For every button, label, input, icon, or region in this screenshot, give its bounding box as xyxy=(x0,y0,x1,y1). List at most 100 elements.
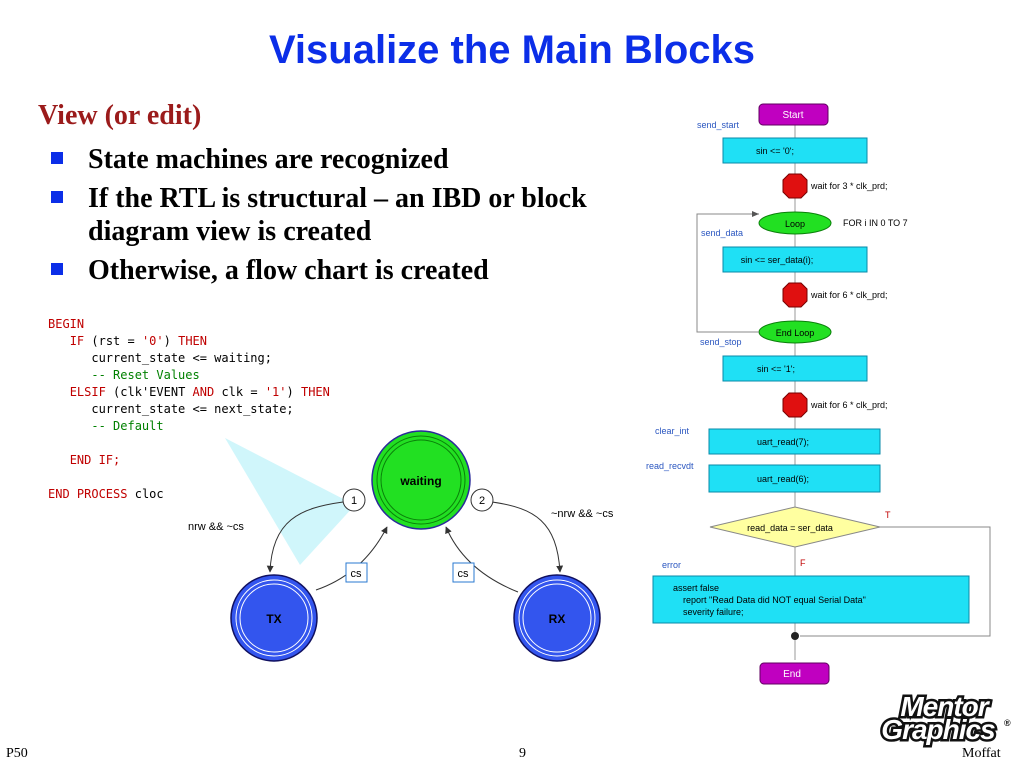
end-loop-label: End Loop xyxy=(776,328,815,338)
bullet-text: Otherwise, a flow chart is created xyxy=(88,255,489,286)
priority-1-label: 1 xyxy=(351,495,357,507)
false-label: F xyxy=(800,558,806,568)
code-string: '0' xyxy=(141,334,164,348)
code-text: ) xyxy=(163,334,171,348)
action-a5: uart_read(6); xyxy=(757,474,809,484)
cs-box-left xyxy=(345,562,368,583)
label-send-start: send_start xyxy=(697,120,740,130)
loop-condition: FOR i IN 0 TO 7 xyxy=(843,218,908,228)
start-label: Start xyxy=(782,110,803,121)
action-box[interactable] xyxy=(722,137,868,164)
callout-wedge xyxy=(225,438,355,565)
action-a1: sin <= '0'; xyxy=(756,146,794,156)
state-waiting[interactable]: waiting xyxy=(371,430,471,530)
code-keyword: THEN xyxy=(300,385,330,399)
code-line: current_state <= waiting; xyxy=(91,351,272,365)
condition-left: nrw && ~cs xyxy=(188,521,244,533)
label-send-data: send_data xyxy=(701,228,743,238)
state-diagram: waiting TX RX 1 2 nrw && ~cs ~nrw && ~cs xyxy=(188,430,614,662)
svg-text:Mentor: Mentor xyxy=(900,691,990,722)
wait-octagon[interactable] xyxy=(782,173,808,199)
true-branch-connector xyxy=(800,526,991,637)
footer-right: Moffat xyxy=(962,746,1001,761)
assert-box[interactable] xyxy=(652,575,970,624)
state-tx[interactable]: TX xyxy=(230,574,318,662)
wait-w3: wait for 6 * clk_prd; xyxy=(810,400,888,410)
svg-text:®: ® xyxy=(1004,718,1011,728)
footer-left: P50 xyxy=(6,746,28,761)
bullet-item: If the RTL is structural – an IBD or blo… xyxy=(48,182,628,248)
label-error: error xyxy=(662,560,681,570)
state-waiting-label: waiting xyxy=(399,474,441,488)
code-text: cloc xyxy=(134,487,164,501)
code-line: END IF; xyxy=(69,453,121,467)
action-a3: sin <= '1'; xyxy=(757,364,795,374)
loop-start[interactable] xyxy=(758,211,832,235)
loop-back-connector xyxy=(696,213,759,333)
priority-2-label: 2 xyxy=(479,495,485,507)
flow-chart: Start send_start sin <= '0'; wait for 3 … xyxy=(646,103,991,685)
code-text: ) xyxy=(286,385,294,399)
code-keyword: AND xyxy=(192,385,215,399)
action-a4: uart_read(7); xyxy=(757,437,809,447)
transition-rx-waiting xyxy=(445,526,519,593)
condition-right: ~nrw && ~cs xyxy=(551,508,614,520)
wait-octagon[interactable] xyxy=(782,282,808,308)
svg-text:Mentor: Mentor xyxy=(900,691,990,722)
wait-w2: wait for 6 * clk_prd; xyxy=(810,290,888,300)
state-rx[interactable]: RX xyxy=(513,574,601,662)
svg-text:Graphics: Graphics xyxy=(881,714,995,745)
state-tx-label: TX xyxy=(266,612,281,626)
action-box[interactable] xyxy=(708,428,881,455)
vhdl-code: BEGIN IF (rst = '0') THEN current_state … xyxy=(48,316,330,503)
bullet-text: State machines are recognized xyxy=(88,144,449,175)
mentor-graphics-logo: Mentor Mentor Graphics Graphics ® xyxy=(879,689,1011,748)
bullet-item: State machines are recognized xyxy=(48,143,628,176)
assert-line: severity failure; xyxy=(683,607,744,617)
label-read-recvdt: read_recvdt xyxy=(646,461,694,471)
svg-text:Graphics: Graphics xyxy=(881,714,995,745)
start-terminal[interactable] xyxy=(758,103,829,126)
label-clear-int: clear_int xyxy=(655,426,690,436)
transition-waiting-rx xyxy=(491,501,564,573)
priority-marker xyxy=(342,488,366,512)
priority-marker xyxy=(470,488,494,512)
loop-label: Loop xyxy=(785,219,805,229)
code-keyword: END PROCESS xyxy=(48,487,128,501)
bullet-item: Otherwise, a flow chart is created xyxy=(48,254,628,287)
code-keyword: ELSIF xyxy=(69,385,106,399)
end-terminal[interactable] xyxy=(759,662,830,685)
slide-title: Visualize the Main Blocks xyxy=(268,28,756,72)
code-comment: -- Default xyxy=(91,419,164,433)
code-comment: -- Reset Values xyxy=(91,368,200,382)
assert-line: assert false xyxy=(673,583,719,593)
merge-dot xyxy=(791,632,799,640)
arrow-icon xyxy=(752,211,759,217)
cs-left-label: cs xyxy=(351,568,363,580)
action-box[interactable] xyxy=(708,464,881,493)
cs-box-right xyxy=(452,562,475,583)
action-box[interactable] xyxy=(722,355,868,382)
code-text: clk = xyxy=(221,385,258,399)
cs-right-label: cs xyxy=(458,568,470,580)
code-line: BEGIN xyxy=(48,317,85,331)
assert-line: report "Read Data did NOT equal Serial D… xyxy=(683,595,866,605)
square-bullet-icon xyxy=(51,152,63,164)
transition-waiting-tx xyxy=(266,501,344,573)
square-bullet-icon xyxy=(51,191,63,203)
code-keyword: THEN xyxy=(178,334,208,348)
decision-label: read_data = ser_data xyxy=(747,523,833,533)
code-text: (clk'EVENT xyxy=(113,385,186,399)
code-line: current_state <= next_state; xyxy=(91,402,294,416)
code-text: (rst = xyxy=(91,334,142,348)
page-number: 9 xyxy=(519,746,526,761)
label-send-stop: send_stop xyxy=(700,337,742,347)
wait-octagon[interactable] xyxy=(782,392,808,418)
subheading: View (or edit) xyxy=(38,100,202,131)
action-box[interactable] xyxy=(722,246,868,273)
state-rx-label: RX xyxy=(549,612,566,626)
code-keyword: IF xyxy=(69,334,85,348)
action-a2: sin <= ser_data(i); xyxy=(741,255,814,265)
wait-w1: wait for 3 * clk_prd; xyxy=(810,181,888,191)
